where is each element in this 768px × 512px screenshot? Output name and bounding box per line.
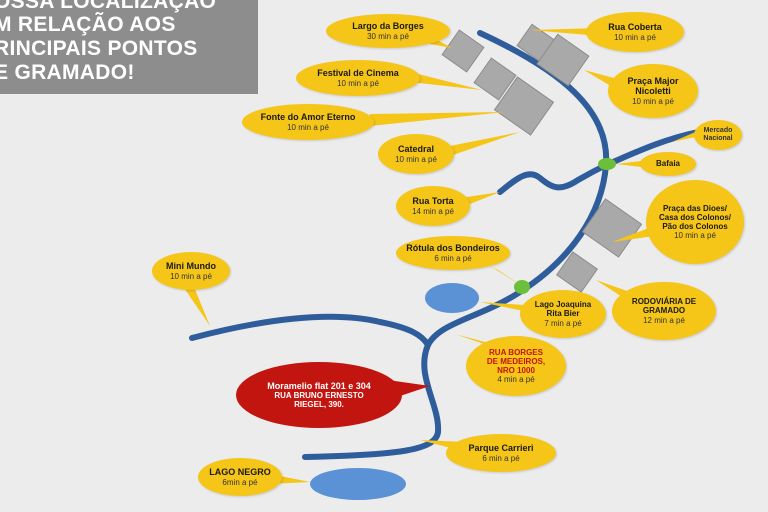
place-name: Mini Mundo bbox=[166, 261, 216, 272]
place-name: Bafaia bbox=[655, 159, 680, 169]
place-name: LAGO NEGRO bbox=[209, 467, 271, 478]
pointer-praca-dioes bbox=[612, 226, 654, 242]
building-fonte bbox=[493, 76, 555, 136]
marker-rotula bbox=[514, 280, 530, 294]
callout-parque-carrieri: Parque Carrieri 6 min a pé bbox=[446, 434, 556, 472]
pointer-fonte bbox=[370, 112, 505, 126]
apartment-name: Moramelio flat 201 e 304 bbox=[267, 380, 371, 391]
place-time: 6 min a pé bbox=[434, 253, 472, 263]
callout-fonte-amor: Fonte do Amor Eterno 10 min a pé bbox=[242, 104, 374, 140]
callout-festival-cinema: Festival de Cinema 10 min a pé bbox=[296, 60, 420, 96]
place-time: 30 min a pé bbox=[367, 31, 409, 41]
place-name: Fonte do Amor Eterno bbox=[260, 112, 356, 123]
place-time: 6 min a pé bbox=[482, 453, 520, 463]
place-name-2: Casa dos Colonos/ bbox=[658, 212, 731, 222]
callout-largo-borges: Largo da Borges 30 min a pé bbox=[326, 14, 450, 48]
pointer-festival bbox=[410, 72, 482, 90]
place-name: Mercado bbox=[703, 126, 733, 134]
place-name: Praça das Dioes/ bbox=[662, 203, 728, 213]
pointer-praca-major bbox=[584, 70, 614, 88]
building-largo-borges bbox=[441, 29, 485, 73]
callout-catedral: Catedral 10 min a pé bbox=[378, 134, 454, 174]
pointer-mini-mundo bbox=[180, 282, 210, 326]
apartment-number: RIEGEL, 390. bbox=[294, 400, 344, 410]
callout-bafaia: Bafaia bbox=[640, 152, 696, 176]
place-name: Catedral bbox=[397, 144, 434, 155]
building-rodoviaria bbox=[555, 251, 599, 293]
place-name-2: DE MEDEIROS, bbox=[486, 356, 546, 366]
pointer-mercado bbox=[672, 130, 700, 142]
place-name: Rótula dos Bondeiros bbox=[406, 243, 500, 254]
marker-bafaia bbox=[598, 158, 616, 170]
place-time: 7 min a pé bbox=[544, 318, 582, 328]
header-line-2: M RELAÇÃO AOS bbox=[0, 13, 176, 36]
road-to-mini-mundo bbox=[189, 313, 431, 348]
place-name: Largo da Borges bbox=[352, 21, 424, 32]
callout-mini-mundo: Mini Mundo 10 min a pé bbox=[152, 252, 230, 290]
callout-rodoviaria: RODOVIÁRIA DE GRAMADO 12 min a pé bbox=[612, 282, 716, 340]
place-name: Festival de Cinema bbox=[317, 68, 399, 79]
place-name: RUA BORGES bbox=[489, 347, 543, 357]
place-time: 10 min a pé bbox=[614, 32, 656, 42]
place-time: 10 min a pé bbox=[674, 231, 716, 241]
place-name: Rua Torta bbox=[412, 196, 454, 207]
place-name-3: NRO 1000 bbox=[497, 366, 535, 375]
callout-rua-coberta: Rua Coberta 10 min a pé bbox=[586, 12, 684, 52]
pointer-catedral bbox=[450, 132, 520, 156]
place-time: 10 min a pé bbox=[395, 154, 437, 164]
callout-rua-torta: Rua Torta 14 min a pé bbox=[396, 186, 470, 226]
place-name: Lago Joaquina bbox=[534, 300, 592, 310]
callout-mercado: Mercado Nacional bbox=[694, 120, 742, 150]
place-time: 6min a pé bbox=[222, 477, 258, 487]
place-name-3: Pão dos Colonos bbox=[662, 222, 728, 231]
place-name: Parque Carrieri bbox=[468, 443, 534, 454]
callout-praca-major: Praça Major Nicoletti 10 min a pé bbox=[608, 64, 698, 118]
place-name-2: GRAMADO bbox=[642, 306, 686, 316]
callout-lago-negro: LAGO NEGRO 6min a pé bbox=[198, 458, 282, 496]
pointer-rotula bbox=[490, 266, 522, 286]
lake-joaquina bbox=[425, 283, 479, 313]
place-name: Praça Major bbox=[627, 76, 679, 87]
place-time: 10 min a pé bbox=[287, 122, 329, 132]
place-name-2: Nicoletti bbox=[635, 86, 671, 97]
building-praca-dioes bbox=[581, 198, 643, 258]
callout-rua-borges: RUA BORGES DE MEDEIROS, NRO 1000 4 min a… bbox=[466, 336, 566, 396]
header-line-4: E GRAMADO! bbox=[0, 61, 135, 84]
place-name: Rua Coberta bbox=[608, 22, 662, 33]
place-time: 12 min a pé bbox=[643, 315, 685, 325]
header-line-3: RINCIPAIS PONTOS bbox=[0, 37, 198, 60]
header-line-1: OSSA LOCALIZAÇÃO bbox=[0, 0, 217, 13]
pointer-rua-torta bbox=[460, 192, 500, 208]
callout-rotula-bondeiros: Rótula dos Bondeiros 6 min a pé bbox=[396, 236, 510, 270]
header-banner: OSSA LOCALIZAÇÃO M RELAÇÃO AOS RINCIPAIS… bbox=[0, 0, 258, 94]
callout-apartment: Moramelio flat 201 e 304 RUA BRUNO ERNES… bbox=[236, 362, 402, 428]
buildings bbox=[441, 23, 643, 293]
callout-lago-joaquina: Lago Joaquina Rita Bier 7 min a pé bbox=[520, 290, 606, 338]
place-name-2: Nacional bbox=[703, 135, 733, 142]
place-time: 10 min a pé bbox=[632, 96, 674, 106]
place-time: 10 min a pé bbox=[170, 271, 212, 281]
place-name-2: Rita Bier bbox=[546, 309, 580, 319]
place-name: RODOVIÁRIA DE bbox=[631, 297, 697, 307]
main-road bbox=[302, 30, 610, 460]
apartment-street: RUA BRUNO ERNESTO bbox=[274, 390, 364, 400]
callout-praca-dioes: Praça das Dioes/ Casa dos Colonos/ Pão d… bbox=[646, 180, 744, 264]
pointer-rua-coberta bbox=[530, 28, 600, 36]
place-time: 10 min a pé bbox=[337, 78, 379, 88]
lake-negro bbox=[310, 468, 406, 500]
building-rua-coberta-2 bbox=[536, 33, 590, 87]
road-west-loop bbox=[497, 162, 609, 195]
place-time: 4 min a pé bbox=[497, 375, 535, 385]
building-festival bbox=[473, 57, 517, 101]
place-time: 14 min a pé bbox=[412, 206, 454, 216]
